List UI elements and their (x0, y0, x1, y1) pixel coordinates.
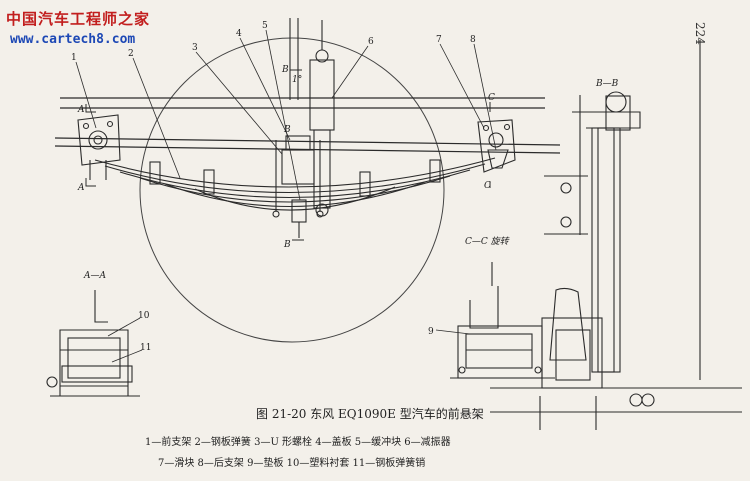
part-number-1: 1 (71, 53, 77, 63)
part-number-6: 6 (368, 37, 374, 47)
section-bb-detail (490, 40, 742, 430)
frame-rail (54, 97, 561, 154)
label-section-cc: C—C 旋转 (465, 236, 510, 247)
figure-legend-line-1: 1—前支架 2—钢板弹簧 3—U 形螺栓 4—盖板 5—缓冲块 6—减振器 (145, 437, 451, 448)
part-number-7: 7 (436, 35, 442, 45)
watermark-url: www.cartech8.com (10, 32, 136, 47)
part-number-3: 3 (192, 43, 198, 53)
section-aa-detail (46, 290, 140, 397)
label-c-top: C (488, 93, 495, 103)
part-number-9: 9 (428, 327, 434, 337)
section-cc-detail (450, 262, 555, 379)
label-section-bb: B—B (595, 79, 619, 89)
spring-clip (149, 159, 441, 197)
u-bolt-assembly (272, 18, 324, 238)
label-b-top: B (281, 65, 289, 75)
label-section-aa: A—A (83, 271, 106, 281)
label-b-bottom: B (283, 240, 291, 250)
label-a-top: A (77, 105, 85, 115)
section-markers (85, 69, 491, 241)
rear-bracket (477, 119, 516, 173)
page-number: 224 (693, 22, 707, 45)
label-angle: 1° (292, 75, 302, 85)
part-number-10: 10 (138, 311, 150, 321)
label-b-mid: B (283, 125, 291, 135)
label-a-bottom: A (77, 183, 85, 193)
wheel-outline (139, 37, 445, 343)
part-number-4: 4 (236, 29, 242, 39)
watermark-title: 中国汽车工程师之家 (6, 10, 151, 28)
leader-lines (75, 29, 497, 363)
part-number-11: 11 (140, 343, 151, 353)
label-c-bottom: C (484, 181, 491, 191)
part-number-5: 5 (262, 21, 268, 31)
front-bracket (77, 114, 121, 180)
part-number-2: 2 (128, 49, 134, 59)
figure-legend-line-2: 7—滑块 8—后支架 9—垫板 10—塑料衬套 11—钢板弹簧销 (158, 458, 426, 469)
part-number-8: 8 (470, 35, 476, 45)
figure-caption: 图 21-20 东风 EQ1090E 型汽车的前悬架 (256, 407, 484, 421)
